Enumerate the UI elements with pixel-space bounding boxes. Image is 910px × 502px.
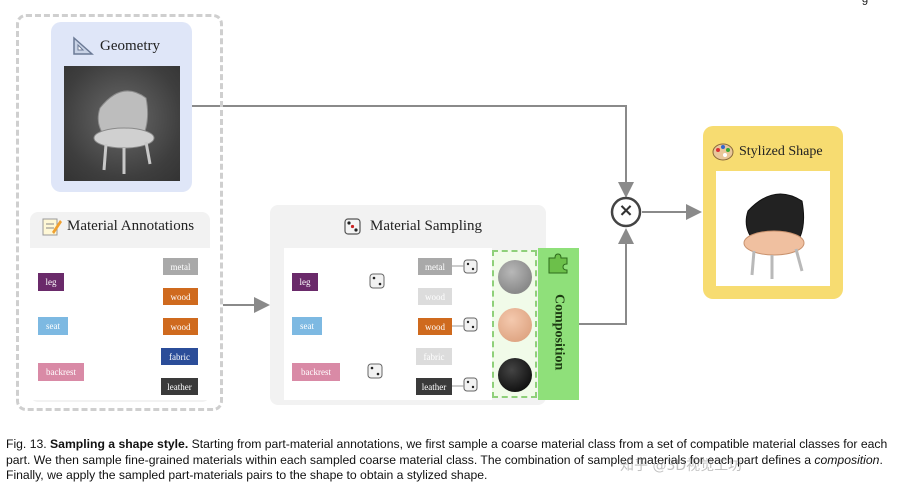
chair-geometry-drawing — [93, 90, 155, 174]
memo-icon — [42, 218, 62, 236]
annotation-part-leg: leg — [38, 273, 64, 291]
dice-icon-wood — [463, 317, 478, 332]
sampling-material-leather: leather — [416, 378, 452, 395]
metal-swatch — [498, 260, 532, 294]
stylized-title: Stylized Shape — [739, 144, 823, 159]
set-square-icon — [73, 36, 94, 55]
geometry-render-image — [64, 66, 180, 181]
caption-emphasis: composition — [814, 452, 880, 467]
sampling-part-leg: leg — [292, 273, 318, 291]
composition-title: Composition — [551, 293, 567, 371]
composition-to-combine-arrow — [579, 228, 634, 325]
sampling-material-wood: wood — [418, 318, 452, 335]
caption-label: Fig. 13. — [6, 437, 47, 451]
stylized-chair-drawing — [743, 193, 805, 279]
geometry-to-combine-arrow — [192, 105, 634, 198]
annotation-material-wood-seat: wood — [163, 318, 198, 335]
combine-symbol: × — [618, 200, 634, 221]
annotation-part-backrest: backrest — [38, 363, 84, 381]
sampling-material-fabric-unselected: fabric — [416, 348, 452, 365]
palette-icon — [712, 143, 734, 161]
dice-icon — [344, 218, 361, 235]
caption-title: Sampling a shape style. — [50, 437, 189, 451]
caption-text-1: Starting from part-material annotations,… — [6, 437, 888, 467]
geometry-title-row: Geometry — [72, 36, 160, 56]
combine-node — [610, 196, 642, 228]
leather-swatch — [498, 358, 532, 392]
stylized-title-row: Stylized Shape — [712, 142, 823, 162]
geometry-title: Geometry — [100, 37, 160, 54]
sampling-title: Material Sampling — [370, 217, 483, 234]
puzzle-icon — [548, 253, 568, 274]
sampling-part-backrest: backrest — [292, 363, 340, 381]
annotation-material-metal: metal — [163, 258, 198, 275]
sampling-material-metal: metal — [418, 258, 452, 275]
dice-icon-leather — [463, 377, 478, 392]
sampling-material-wood-unselected: wood — [418, 288, 452, 305]
figure-caption: Fig. 13. Sampling a shape style. Startin… — [6, 437, 890, 484]
input-group-outline — [16, 14, 223, 411]
dice-icon-backrest — [367, 363, 383, 379]
annotation-material-fabric: fabric — [161, 348, 198, 365]
annotation-material-leather: leather — [161, 378, 198, 395]
watermark: 知乎 @3D视觉工坊 — [620, 458, 743, 474]
page-number: 9 — [861, 0, 868, 8]
wood-swatch — [498, 308, 532, 342]
dice-icon-leg — [369, 273, 385, 289]
stylized-render-image — [716, 171, 830, 286]
dice-icon-metal — [463, 259, 478, 274]
annotations-title: Material Annotations — [67, 217, 195, 234]
annotation-material-wood: wood — [163, 288, 198, 305]
sampling-part-seat: seat — [292, 317, 322, 335]
annotations-title-row: Material Annotations — [40, 216, 194, 236]
sampling-title-row: Material Sampling — [342, 216, 482, 236]
annotation-part-seat: seat — [38, 317, 68, 335]
caption-text-2: . Finally, we apply the sampled part-mat… — [6, 452, 883, 483]
